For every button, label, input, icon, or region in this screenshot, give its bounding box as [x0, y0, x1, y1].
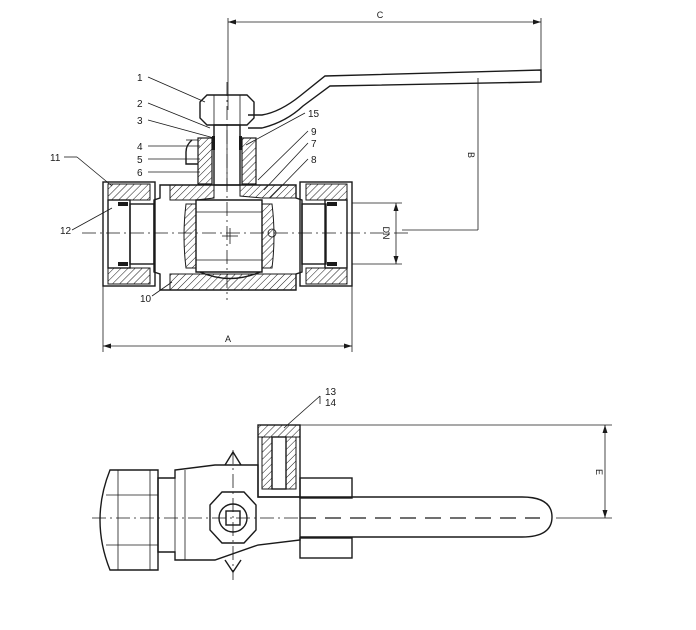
- part-label-14: 14: [325, 398, 337, 409]
- left-coupling-nut: [102, 181, 156, 287]
- dimension-b-label: B: [466, 152, 476, 158]
- dimension-c-label: C: [377, 10, 384, 20]
- dimension-c: C: [227, 10, 542, 110]
- part-label-15: 15: [308, 109, 320, 120]
- part-label-8: 8: [311, 155, 317, 166]
- part-label-9: 9: [311, 127, 317, 138]
- part-label-6: 6: [137, 168, 143, 179]
- part-label-7: 7: [311, 139, 317, 150]
- part-callouts-side: 13 14: [283, 387, 337, 429]
- dimension-dn: DN: [352, 202, 402, 265]
- section-view: C B: [50, 10, 542, 352]
- dimension-b: B: [402, 152, 478, 231]
- dimension-dn-label: DN: [381, 227, 391, 240]
- part-label-5: 5: [137, 155, 143, 166]
- lever-side: [300, 496, 553, 538]
- side-view: E: [92, 387, 612, 580]
- part-label-3: 3: [137, 116, 143, 127]
- lever-handle: [248, 69, 542, 230]
- dimension-a: A: [102, 286, 353, 352]
- part-callouts: 1 2 3 4 5 6 15 9 7 8 11 12: [50, 73, 320, 305]
- valve-body: [153, 184, 303, 291]
- right-stub-side: [299, 477, 353, 559]
- left-nut-side: [99, 469, 159, 571]
- body-side: [157, 450, 301, 580]
- part-label-12: 12: [60, 226, 72, 237]
- part-label-4: 4: [137, 142, 143, 153]
- part-label-13: 13: [325, 387, 337, 398]
- right-coupling-nut: [299, 181, 353, 287]
- stem-side-section: [257, 424, 301, 498]
- part-label-10: 10: [140, 294, 152, 305]
- dimension-a-label: A: [225, 334, 231, 344]
- dimension-e: E: [300, 424, 612, 519]
- dimension-e-label: E: [594, 469, 604, 475]
- stem-nut: [199, 94, 255, 126]
- part-label-2: 2: [137, 99, 143, 110]
- part-label-11: 11: [50, 153, 61, 164]
- stem: [185, 124, 257, 190]
- part-label-1: 1: [137, 73, 143, 84]
